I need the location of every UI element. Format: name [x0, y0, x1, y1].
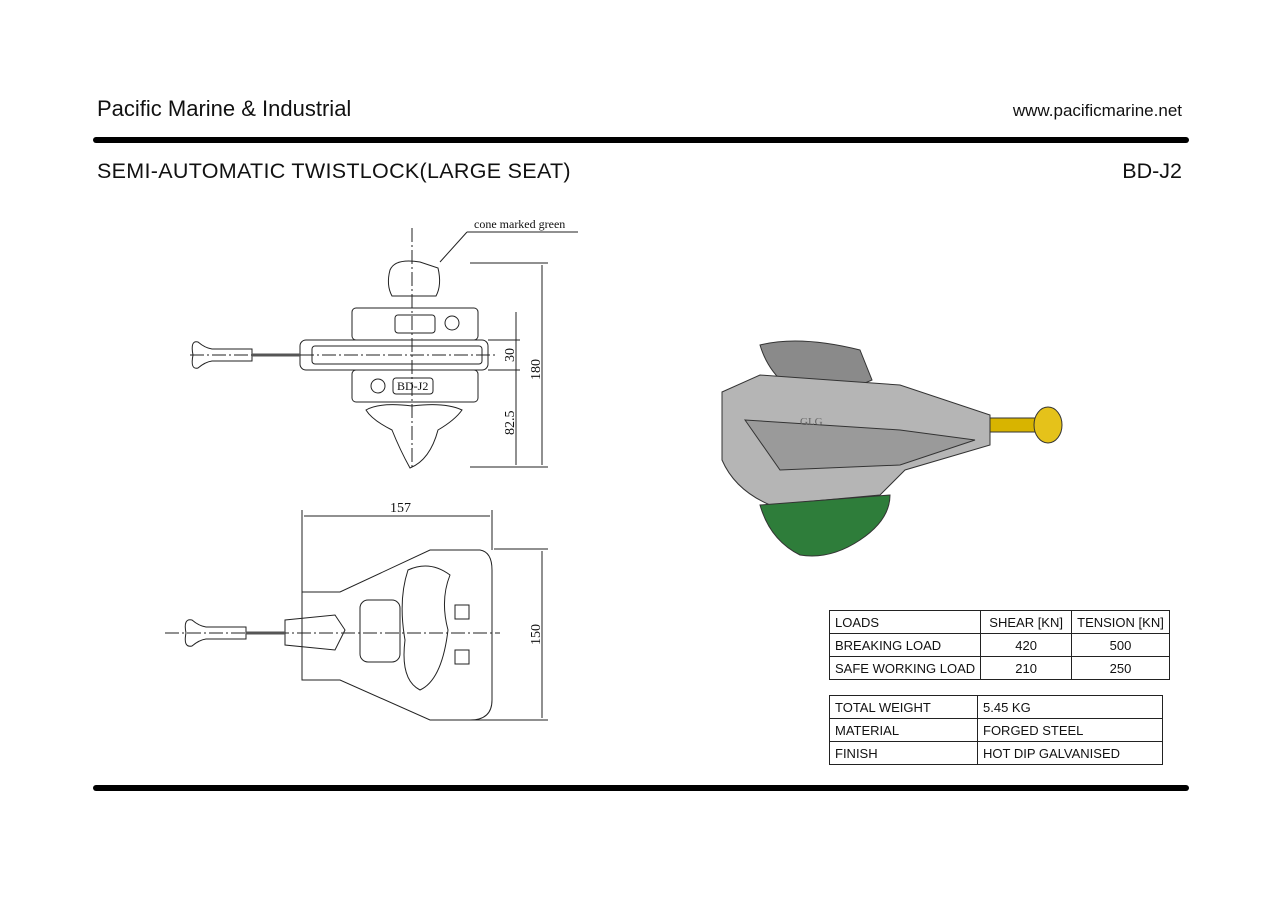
table-cell: TOTAL WEIGHT: [829, 695, 978, 719]
table-header: LOADS: [828, 610, 982, 634]
dim-157: 157: [390, 501, 411, 516]
loads-table: LOADS SHEAR [KN] TENSION [KN] BREAKING L…: [828, 610, 1170, 680]
table-cell: MATERIAL: [829, 718, 978, 742]
table-cell: FORGED STEEL: [977, 718, 1163, 742]
twistlock-render: GLG: [721, 340, 1063, 557]
part-label: BD-J2: [397, 379, 428, 393]
footer-divider: [93, 785, 1189, 791]
table-cell: FINISH: [829, 741, 978, 765]
header-divider: [93, 137, 1189, 143]
product-title: SEMI-AUTOMATIC TWISTLOCK(LARGE SEAT): [97, 159, 571, 183]
table-header: TENSION [KN]: [1071, 610, 1170, 634]
table-row: SAFE WORKING LOAD 210 250: [828, 656, 1170, 680]
table-cell: HOT DIP GALVANISED: [977, 741, 1163, 765]
table-row: BREAKING LOAD 420 500: [828, 633, 1170, 657]
table-cell: 5.45 KG: [977, 695, 1163, 719]
top-view-drawing: 157 150: [165, 501, 548, 721]
render-mark: GLG: [800, 416, 823, 428]
table-row: TOTAL WEIGHT 5.45 KG: [829, 695, 1163, 719]
table-cell: 420: [980, 633, 1073, 657]
dim-180: 180: [529, 359, 544, 380]
table-row: LOADS SHEAR [KN] TENSION [KN]: [828, 610, 1170, 634]
table-row: MATERIAL FORGED STEEL: [829, 718, 1163, 742]
dim-82-5: 82.5: [503, 411, 518, 436]
table-cell: 210: [980, 656, 1073, 680]
dim-30: 30: [503, 348, 518, 362]
table-header: SHEAR [KN]: [980, 610, 1073, 634]
product-code: BD-J2: [1122, 159, 1182, 183]
table-cell: BREAKING LOAD: [828, 633, 982, 657]
table-cell: 500: [1071, 633, 1170, 657]
table-row: FINISH HOT DIP GALVANISED: [829, 741, 1163, 765]
side-view-drawing: cone marked green BD-J2 30 180 82.5: [190, 217, 578, 470]
table-cell: 250: [1071, 656, 1170, 680]
website-link[interactable]: www.pacificmarine.net: [1012, 101, 1182, 120]
dim-150: 150: [529, 624, 544, 645]
spec-table: TOTAL WEIGHT 5.45 KG MATERIAL FORGED STE…: [829, 695, 1163, 765]
callout-label: cone marked green: [474, 217, 565, 231]
table-cell: SAFE WORKING LOAD: [828, 656, 982, 680]
company-name: Pacific Marine & Industrial: [97, 96, 352, 121]
